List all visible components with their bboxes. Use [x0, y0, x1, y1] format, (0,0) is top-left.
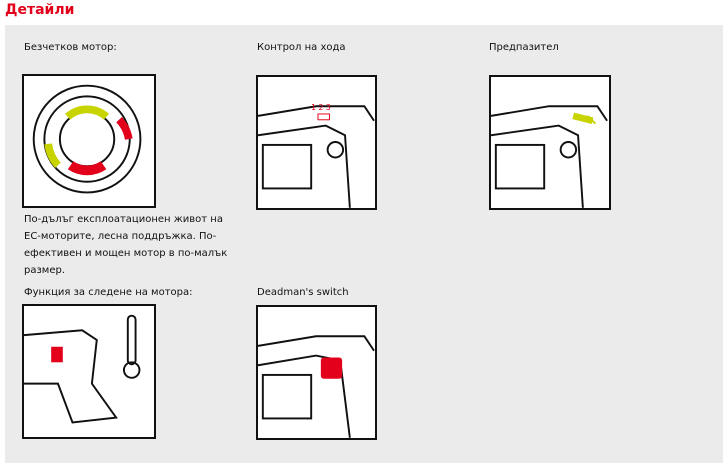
- speed-markers: 1 2 3: [311, 103, 331, 112]
- brushless-motor-image: [22, 74, 156, 208]
- deadman-switch-image: [256, 305, 377, 440]
- feature-label-safety: Предпазител: [489, 42, 559, 53]
- safety-lock-image: [489, 75, 611, 210]
- page-title: Детайли: [5, 2, 75, 18]
- feature-label-speed-control: Контрол на хода: [257, 42, 346, 53]
- feature-label-deadman-switch: Deadman's switch: [257, 287, 349, 298]
- feature-label-motor-monitoring: Функция за следене на мотора:: [24, 287, 193, 298]
- brushless-description: По-дълъг експлоатационен живот на EC-мот…: [24, 214, 228, 276]
- feature-label-brushless: Безчетков мотор:: [24, 42, 117, 53]
- speed-control-image: 1 2 3: [256, 75, 377, 210]
- motor-monitoring-image: [22, 304, 156, 439]
